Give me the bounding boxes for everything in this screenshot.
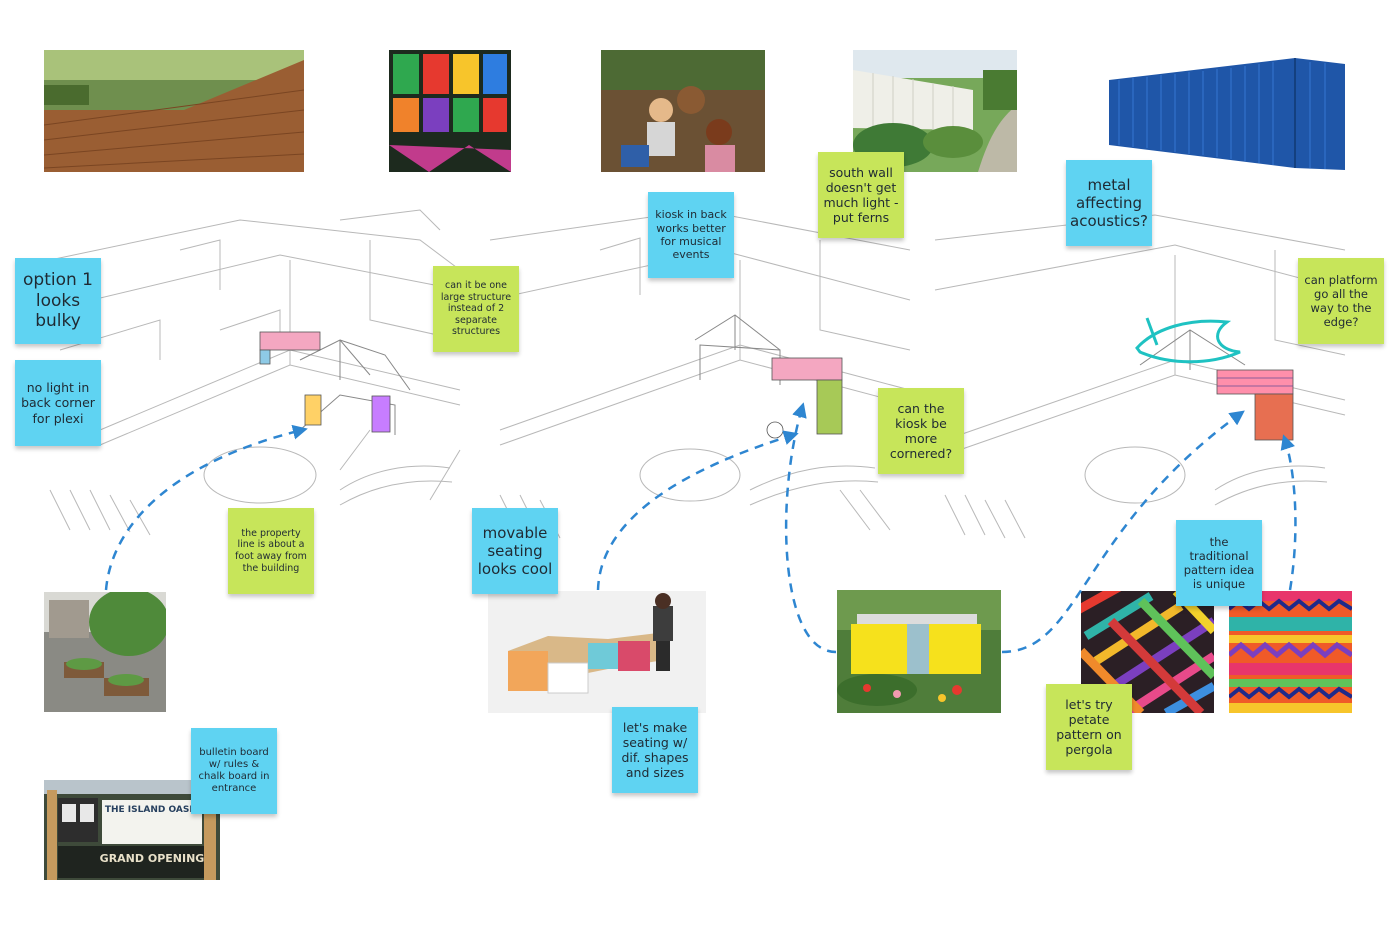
sticky-note-metal-acoustics[interactable]: metal affecting acoustics? (1066, 160, 1152, 246)
shipping-container-photo[interactable] (1105, 50, 1351, 172)
sticky-note-property-line[interactable]: the property line is about a foot away f… (228, 508, 314, 594)
sticky-note-no-light[interactable]: no light in back corner for plexi (15, 360, 101, 446)
garden-wall-photo[interactable] (853, 50, 1017, 172)
yellow-kiosk-photo[interactable] (837, 590, 1001, 713)
sticky-note-traditional-pattern[interactable]: the traditional pattern idea is unique (1176, 520, 1262, 606)
sticky-note-option1-bulky[interactable]: option 1 looks bulky (15, 258, 101, 344)
sticky-note-platform-edge[interactable]: can platform go all the way to the edge? (1298, 258, 1384, 344)
wood-deck-photo[interactable] (44, 50, 304, 172)
annotation-scribble (1135, 317, 1241, 364)
sticky-note-seating-shapes[interactable]: let's make seating w/ dif. shapes and si… (612, 707, 698, 793)
option-3-sketch[interactable] (925, 200, 1355, 550)
stained-glass-photo[interactable] (389, 50, 511, 172)
sign-chalk-text: GRAND OPENING (100, 852, 205, 865)
sticky-note-south-wall[interactable]: south wall doesn't get much light - put … (818, 152, 904, 238)
sign-title: THE ISLAND OASIS (105, 805, 199, 815)
sticky-note-petate-pattern[interactable]: let's try petate pattern on pergola (1046, 684, 1132, 770)
textile-pattern-photo[interactable] (1229, 591, 1352, 713)
sticky-note-kiosk-cornered[interactable]: can the kiosk be more cornered? (878, 388, 964, 474)
sticky-note-bulletin-board[interactable]: bulletin board w/ rules & chalk board in… (191, 728, 277, 814)
modular-seating-photo[interactable] (488, 591, 706, 713)
option-1-sketch[interactable] (40, 200, 470, 550)
sticky-note-movable-seating[interactable]: movable seating looks cool (472, 508, 558, 594)
sticky-note-kiosk-back[interactable]: kiosk in back works better for musical e… (648, 192, 734, 278)
community-garden-photo[interactable] (44, 592, 166, 712)
sticky-note-one-structure[interactable]: can it be one large structure instead of… (433, 266, 519, 352)
kids-play-photo[interactable] (601, 50, 765, 172)
